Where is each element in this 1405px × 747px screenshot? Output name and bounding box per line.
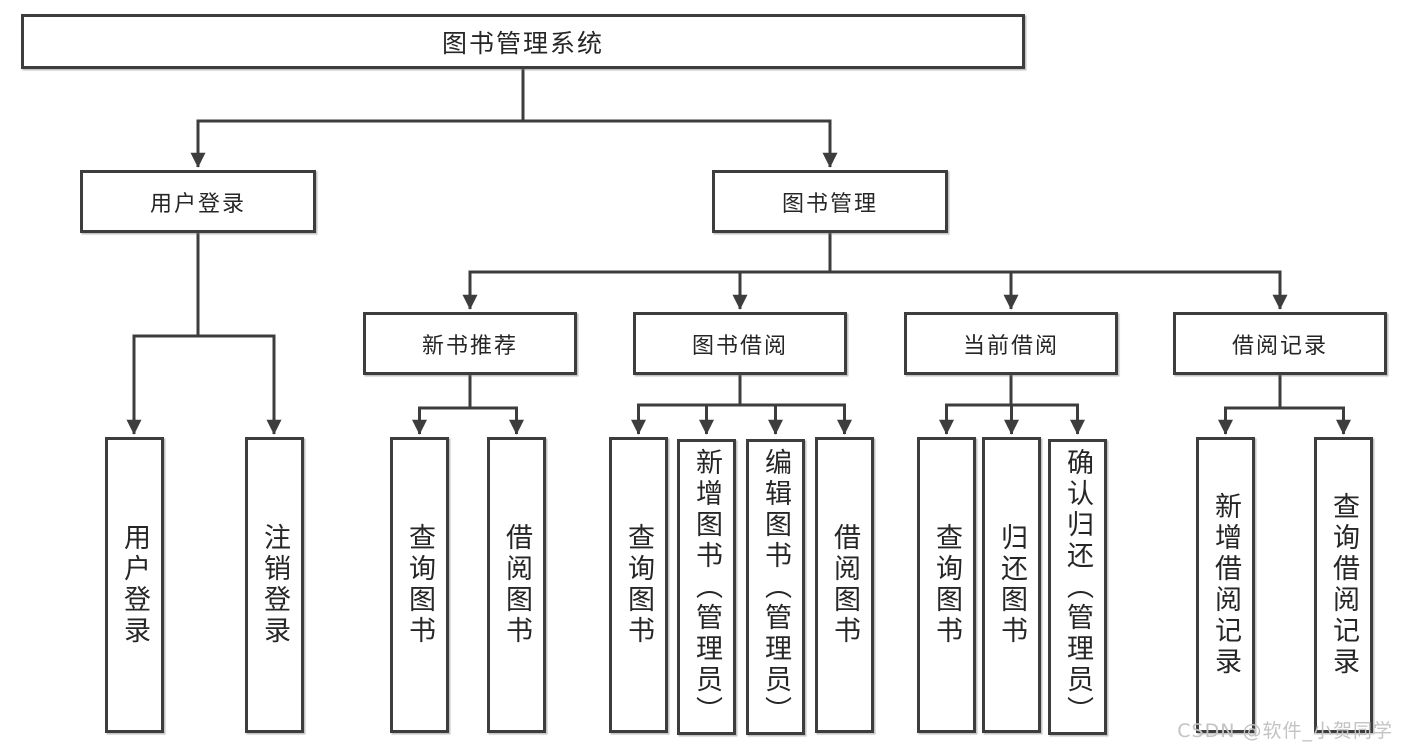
- node-leaf-query-borrow-record-label: 查询借阅记录: [1328, 492, 1359, 678]
- node-leaf-query-books-1-label: 查询图书: [404, 523, 435, 647]
- node-book-management-label: 图书管理: [781, 191, 878, 217]
- node-borrowing-records: 借阅记录: [1173, 312, 1387, 375]
- node-leaf-query-books-3-label: 查询图书: [931, 523, 962, 647]
- node-leaf-add-books: 新增图书（管理员）: [677, 439, 736, 735]
- node-leaf-borrow-books-2: 借阅图书: [815, 437, 874, 733]
- node-leaf-edit-books: 编辑图书（管理员）: [746, 439, 805, 735]
- node-leaf-query-books-1: 查询图书: [390, 437, 449, 733]
- node-new-book-recommend: 新书推荐: [363, 312, 577, 375]
- node-leaf-return-books-label: 归还图书: [996, 523, 1027, 647]
- node-leaf-logout-label: 注销登录: [259, 523, 290, 647]
- node-leaf-add-borrow-record-label: 新增借阅记录: [1210, 492, 1241, 678]
- node-leaf-user-login-label: 用户登录: [119, 523, 150, 647]
- node-leaf-return-books: 归还图书: [982, 437, 1041, 733]
- node-leaf-logout: 注销登录: [245, 437, 304, 733]
- node-leaf-borrow-books-1-label: 借阅图书: [501, 523, 532, 647]
- node-user-login: 用户登录: [80, 170, 316, 233]
- node-leaf-query-borrow-record: 查询借阅记录: [1314, 437, 1373, 733]
- node-current-borrowing: 当前借阅: [904, 312, 1118, 375]
- node-book-borrowing: 图书借阅: [633, 312, 847, 375]
- node-new-book-recommend-label: 新书推荐: [421, 333, 518, 359]
- node-leaf-query-books-2: 查询图书: [609, 437, 668, 733]
- node-leaf-confirm-return-label: 确认归还（管理员）: [1062, 447, 1093, 727]
- node-leaf-user-login: 用户登录: [105, 437, 164, 733]
- node-book-borrowing-label: 图书借阅: [691, 333, 788, 359]
- node-book-management: 图书管理: [712, 170, 948, 233]
- node-leaf-confirm-return: 确认归还（管理员）: [1048, 439, 1107, 735]
- node-root-label: 图书管理系统: [441, 28, 604, 58]
- node-root: 图书管理系统: [21, 14, 1025, 69]
- node-borrowing-records-label: 借阅记录: [1231, 333, 1328, 359]
- node-leaf-query-books-2-label: 查询图书: [623, 523, 654, 647]
- node-current-borrowing-label: 当前借阅: [962, 333, 1059, 359]
- node-leaf-query-books-3: 查询图书: [917, 437, 976, 733]
- node-leaf-add-books-label: 新增图书（管理员）: [691, 447, 722, 727]
- node-leaf-edit-books-label: 编辑图书（管理员）: [760, 447, 791, 727]
- node-leaf-borrow-books-1: 借阅图书: [487, 437, 546, 733]
- node-leaf-borrow-books-2-label: 借阅图书: [829, 523, 860, 647]
- node-user-login-label: 用户登录: [149, 191, 246, 217]
- node-leaf-add-borrow-record: 新增借阅记录: [1196, 437, 1255, 733]
